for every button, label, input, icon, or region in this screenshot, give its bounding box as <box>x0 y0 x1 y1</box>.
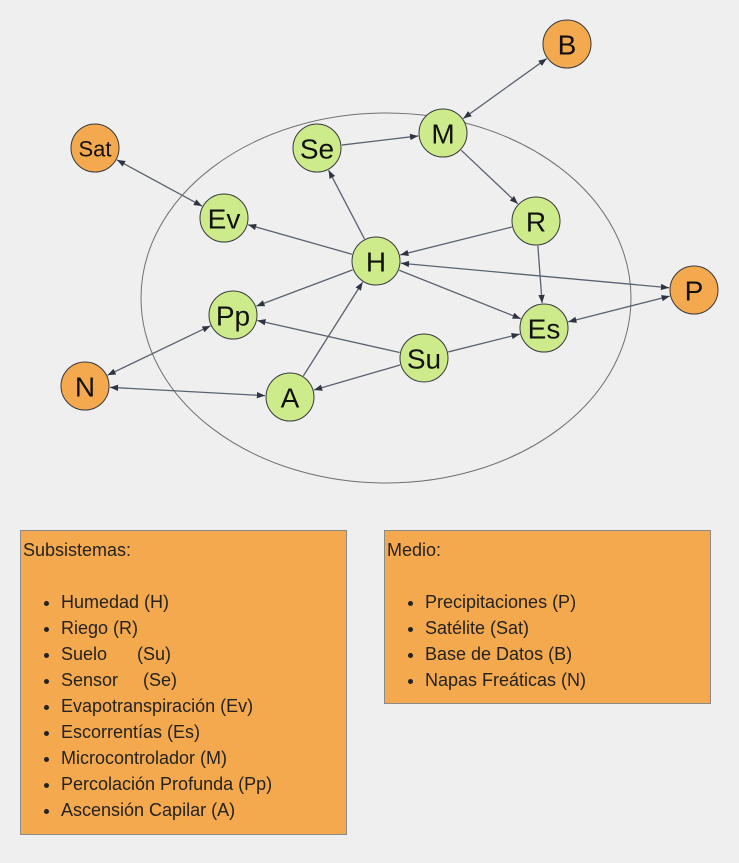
node-circle-n <box>60 361 110 411</box>
node-circle-su <box>399 333 449 383</box>
edges-layer <box>107 58 670 399</box>
node-h: H <box>351 236 401 286</box>
legend-subsistemas: Subsistemas: Humedad (H) Riego (R) Suelo… <box>20 530 347 835</box>
node-pp: Pp <box>208 290 258 340</box>
edge-n-a <box>109 384 266 399</box>
edge-m-b <box>462 58 548 119</box>
legend-item-precipitaciones: Precipitaciones (P) <box>425 589 586 615</box>
node-p: P <box>669 265 719 315</box>
legend-item-base-de-datos: Base de Datos (B) <box>425 641 586 667</box>
node-circle-m <box>418 108 468 158</box>
edge-h-p <box>400 260 670 291</box>
edge-su-a <box>313 364 401 391</box>
edge-h-pp <box>256 269 353 307</box>
node-circle-es <box>519 303 569 353</box>
node-n: N <box>60 361 110 411</box>
node-r: R <box>511 196 561 246</box>
legend-item-microcontrolador: Microcontrolador (M) <box>61 745 272 771</box>
node-sat: Sat <box>70 123 120 173</box>
node-es: Es <box>519 303 569 353</box>
edge-su-es <box>448 332 520 353</box>
node-label-su: Su <box>407 344 441 375</box>
node-label-m: M <box>431 119 454 150</box>
node-se: Se <box>292 123 342 173</box>
node-label-pp: Pp <box>216 301 250 332</box>
node-label-ev: Ev <box>208 204 241 235</box>
node-circle-h <box>351 236 401 286</box>
edge-sat-ev <box>116 159 203 207</box>
node-label-sat: Sat <box>78 137 111 162</box>
legend-item-sensor: Sensor (Se) <box>61 667 272 693</box>
node-label-es: Es <box>528 314 561 345</box>
edge-a-h <box>302 281 364 377</box>
node-circle-p <box>669 265 719 315</box>
node-label-a: A <box>281 383 300 414</box>
node-circle-a <box>265 372 315 422</box>
node-ev: Ev <box>199 193 249 243</box>
legend-subsistemas-list: Humedad (H) Riego (R) Suelo (Su) Sensor … <box>21 589 272 823</box>
node-label-se: Se <box>300 134 334 165</box>
node-a: A <box>265 372 315 422</box>
node-circle-pp <box>208 290 258 340</box>
edge-r-es <box>537 245 545 304</box>
node-label-r: R <box>526 207 546 238</box>
node-label-b: B <box>558 30 577 61</box>
legend-item-satelite: Satélite (Sat) <box>425 615 586 641</box>
legend-item-napas-freaticas: Napas Freáticas (N) <box>425 667 586 693</box>
node-circle-ev <box>199 193 249 243</box>
legend-item-humedad: Humedad (H) <box>61 589 272 615</box>
legend-medio-title: Medio: <box>387 540 442 560</box>
legend-item-ascension-capilar: Ascensión Capilar (A) <box>61 797 272 823</box>
node-m: M <box>418 108 468 158</box>
edge-se-m <box>341 133 419 146</box>
edge-h-ev <box>247 223 353 255</box>
legend-medio-list: Precipitaciones (P) Satélite (Sat) Base … <box>385 589 586 693</box>
legend-item-escorrentias: Escorrentías (Es) <box>61 719 272 745</box>
legend-item-evapotranspiracion: Evapotranspiración (Ev) <box>61 693 272 719</box>
system-boundary <box>140 112 632 484</box>
legend-item-riego: Riego (R) <box>61 615 272 641</box>
node-circle-sat <box>70 123 120 173</box>
node-circle-se <box>292 123 342 173</box>
node-su: Su <box>399 333 449 383</box>
legend-subsistemas-title: Subsistemas: <box>23 540 132 560</box>
node-label-n: N <box>75 372 95 403</box>
legend-item-percolacion-profunda: Percolación Profunda (Pp) <box>61 771 272 797</box>
legend-medio: Medio: Precipitaciones (P) Satélite (Sat… <box>384 530 711 704</box>
edge-h-se <box>327 169 366 240</box>
edge-es-p <box>568 295 670 323</box>
edge-n-pp <box>107 325 211 376</box>
edge-m-r <box>460 149 519 205</box>
edge-h-es <box>398 269 522 320</box>
node-label-h: H <box>366 247 386 278</box>
node-label-p: P <box>685 276 704 307</box>
node-b: B <box>542 19 592 69</box>
node-circle-r <box>511 196 561 246</box>
edge-r-h <box>400 226 512 257</box>
legend-item-suelo: Suelo (Su) <box>61 641 272 667</box>
node-circle-b <box>542 19 592 69</box>
